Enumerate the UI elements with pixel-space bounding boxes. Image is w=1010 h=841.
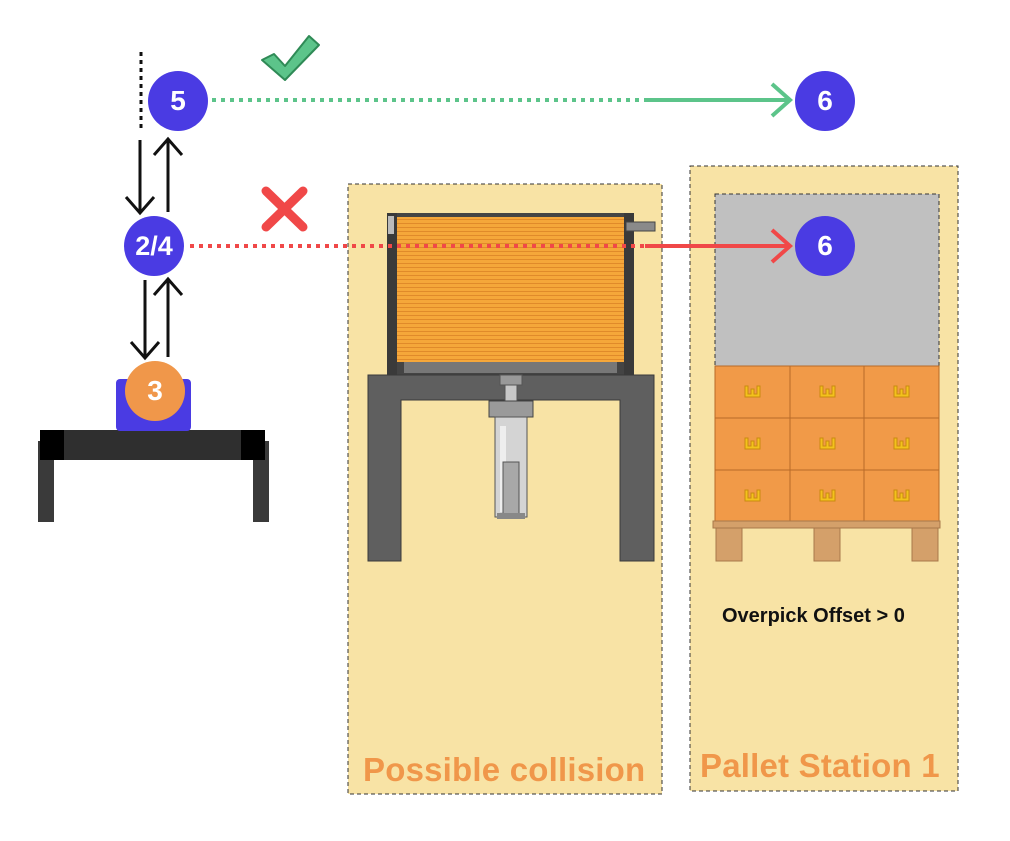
node-approach-high: 5 <box>148 71 208 131</box>
pallet <box>712 520 941 562</box>
pallet-zone-title: Pallet Station 1 <box>700 747 940 784</box>
check-icon <box>261 35 320 81</box>
collision-zone-title: Possible collision <box>363 751 646 788</box>
cross-icon <box>261 186 308 232</box>
stack-machine <box>367 213 656 562</box>
safe-path-arrow <box>212 82 794 118</box>
machine-frame <box>367 374 655 562</box>
node-target-low: 6 <box>795 216 855 276</box>
motion-arrows-lower <box>129 276 184 361</box>
motion-arrows-upper <box>124 136 184 216</box>
collision-path-arrow <box>190 228 794 264</box>
node-target-high: 6 <box>795 71 855 131</box>
overpick-offset-note: Overpick Offset > 0 <box>722 605 905 627</box>
node-pick: 3 <box>125 361 185 421</box>
node-approach-low: 2/4 <box>124 216 184 276</box>
pick-conveyor <box>38 430 269 522</box>
